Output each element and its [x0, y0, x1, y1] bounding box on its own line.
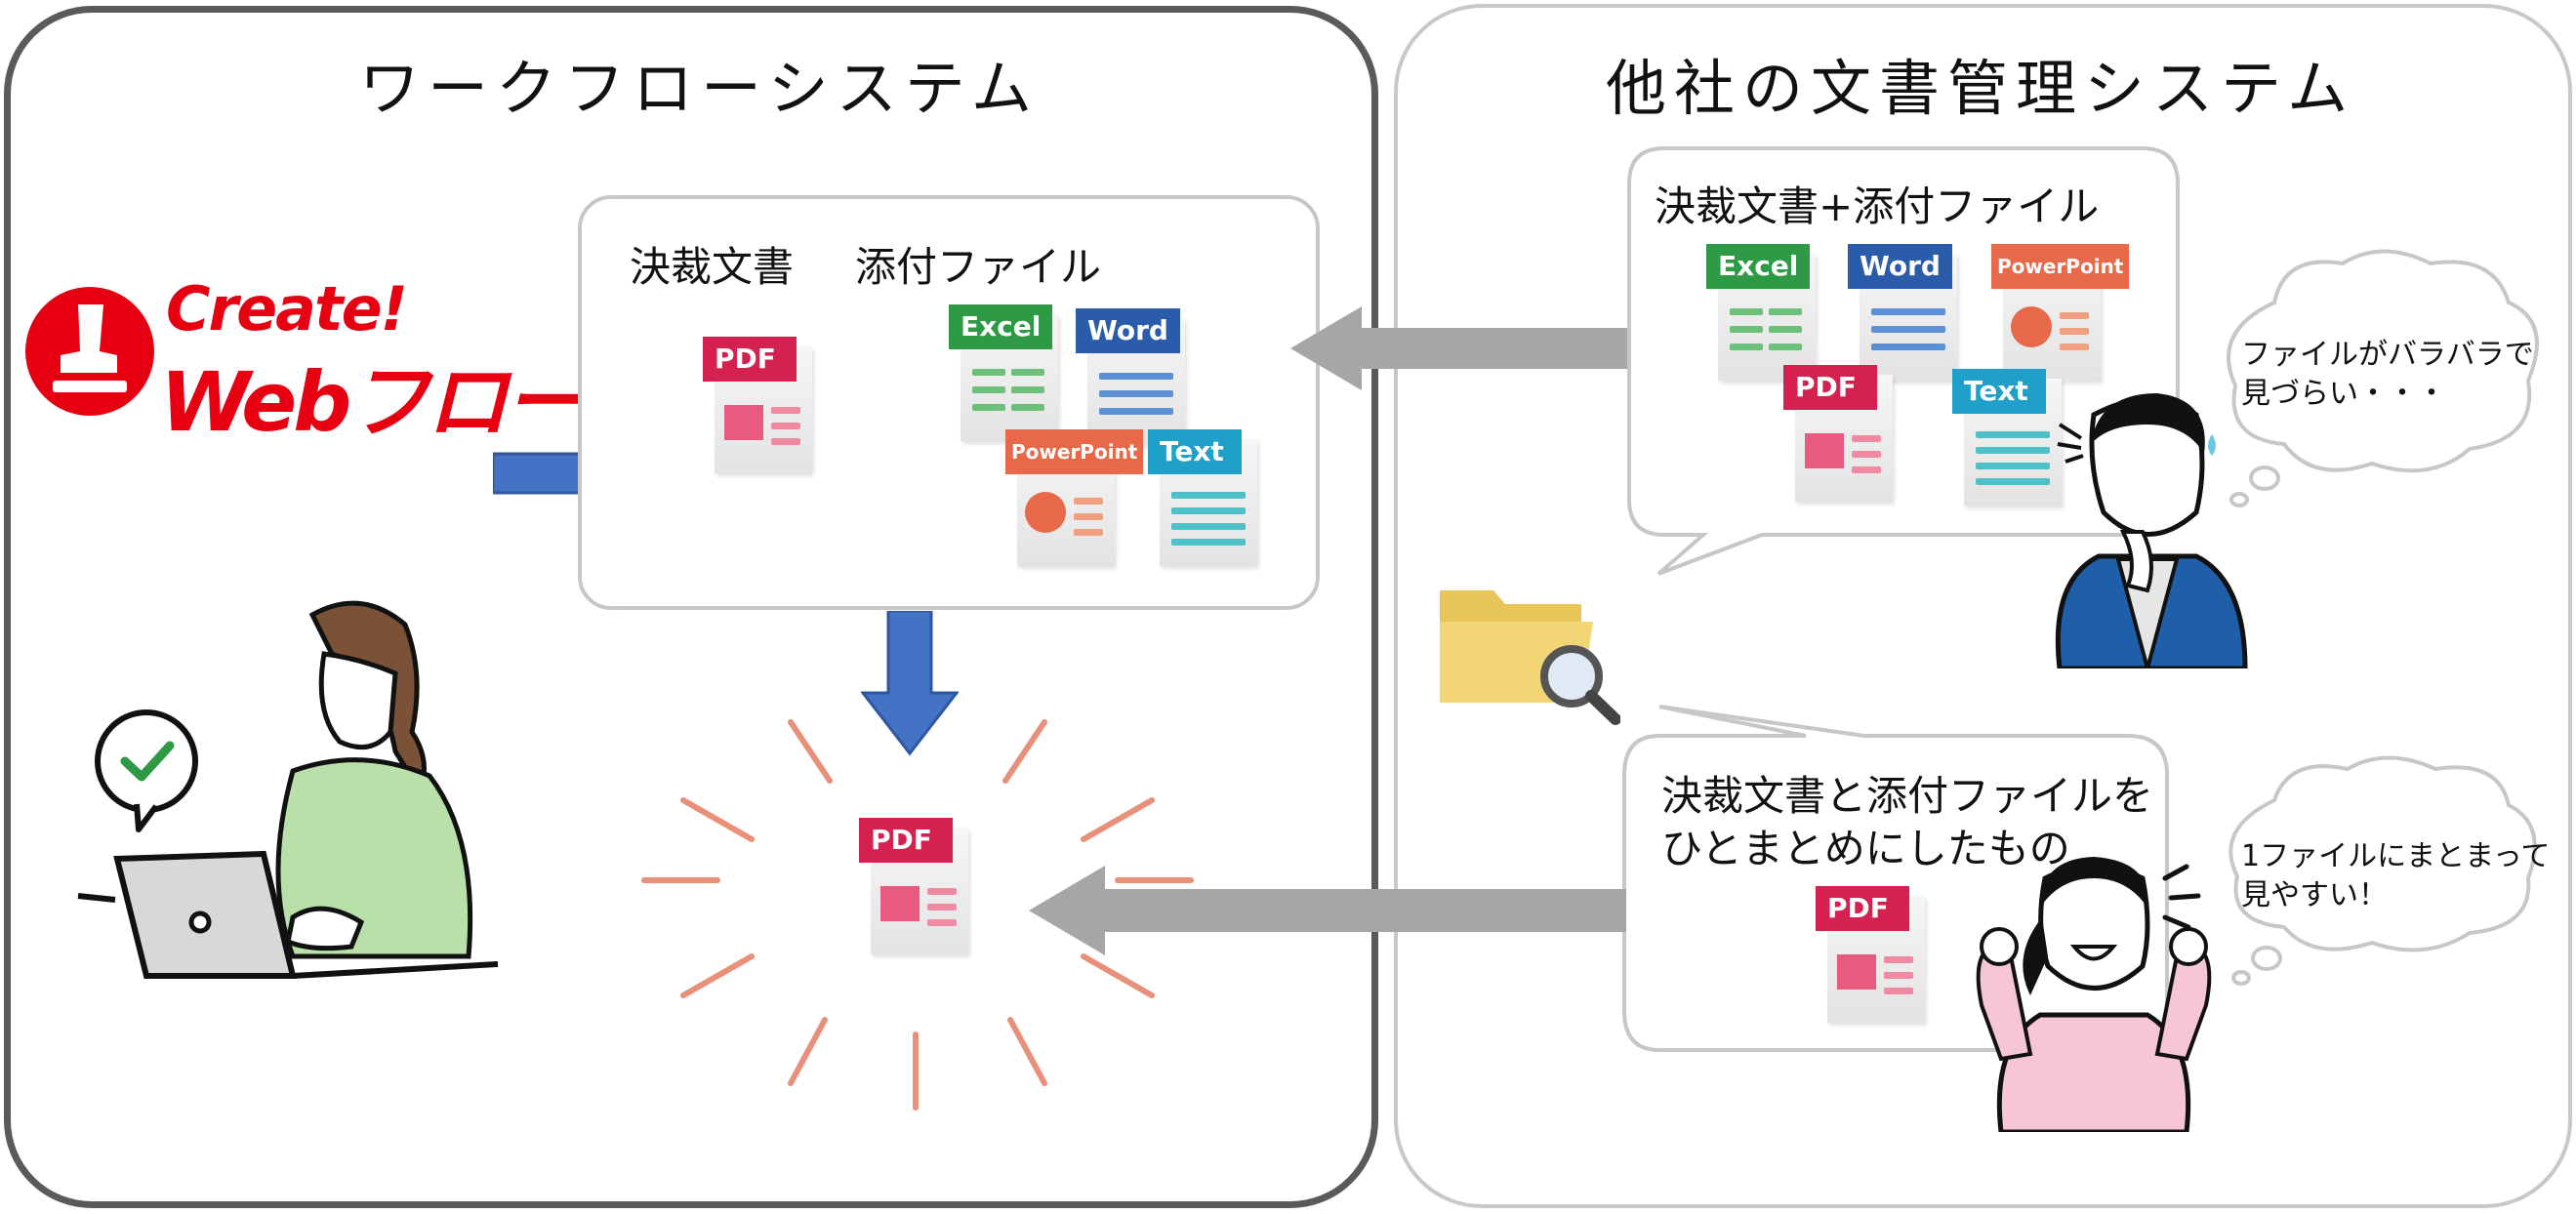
burst-rays-icon [625, 664, 1210, 1126]
thought-top-line1: ファイルがバラバラで [2241, 338, 2534, 372]
thought-bottom-line2: 見やすい！ [2241, 878, 2388, 912]
bottom-box-line2: ひとまとめにしたもの [1661, 825, 2070, 872]
brand-name-line2: Webフロー [160, 354, 586, 450]
rt-pdf-file-icon: PDF [1783, 365, 1893, 502]
bottom-box-line1: 決裁文書と添付ファイルを [1661, 772, 2154, 820]
thought-bottom-line1: 1ファイルにまとまって [2241, 839, 2551, 873]
rt-word-file-icon: Word [1848, 244, 1957, 381]
powerpoint-file-icon: PowerPoint [1005, 429, 1144, 566]
thought-bubble-top [2216, 244, 2548, 511]
thought-bubble-bottom [2216, 751, 2548, 990]
word-file-icon: Word [1076, 308, 1185, 445]
rt-text-file-icon: Text [1952, 369, 2062, 506]
blue-arrow-down-icon [859, 609, 961, 761]
folder-search-icon [1435, 571, 1621, 736]
rb-pdf-file-icon: PDF [1816, 886, 1925, 1023]
thought-top-line2: 見づらい・・・ [2241, 377, 2446, 411]
gray-arrow-left-top-icon [1288, 304, 1632, 396]
text-file-icon: Text [1148, 429, 1257, 566]
workflow-system-title: ワークフローシステム [359, 53, 1040, 124]
gray-arrow-left-bottom-icon [1027, 864, 1626, 961]
other-company-dms-title: 他社の文書管理システム [1606, 53, 2356, 124]
approval-document-label: 決裁文書 [630, 243, 795, 291]
excel-file-icon: Excel [949, 304, 1058, 441]
rt-excel-file-icon: Excel [1706, 244, 1816, 381]
rt-powerpoint-file-icon: PowerPoint [1991, 244, 2130, 381]
brand-name-line1: Create! [166, 273, 408, 344]
woman-at-laptop-illustration [68, 586, 517, 999]
attachment-label: 添付ファイル [855, 243, 1102, 291]
merged-pdf-file-icon: PDF [859, 818, 968, 954]
pdf-file-icon: PDF [703, 337, 812, 473]
worried-man-illustration [2040, 385, 2255, 676]
happy-woman-illustration [1972, 849, 2216, 1136]
approval-plus-attachment-label: 決裁文書+添付ファイル [1655, 182, 2100, 230]
brand-stamp-icon [21, 283, 158, 420]
